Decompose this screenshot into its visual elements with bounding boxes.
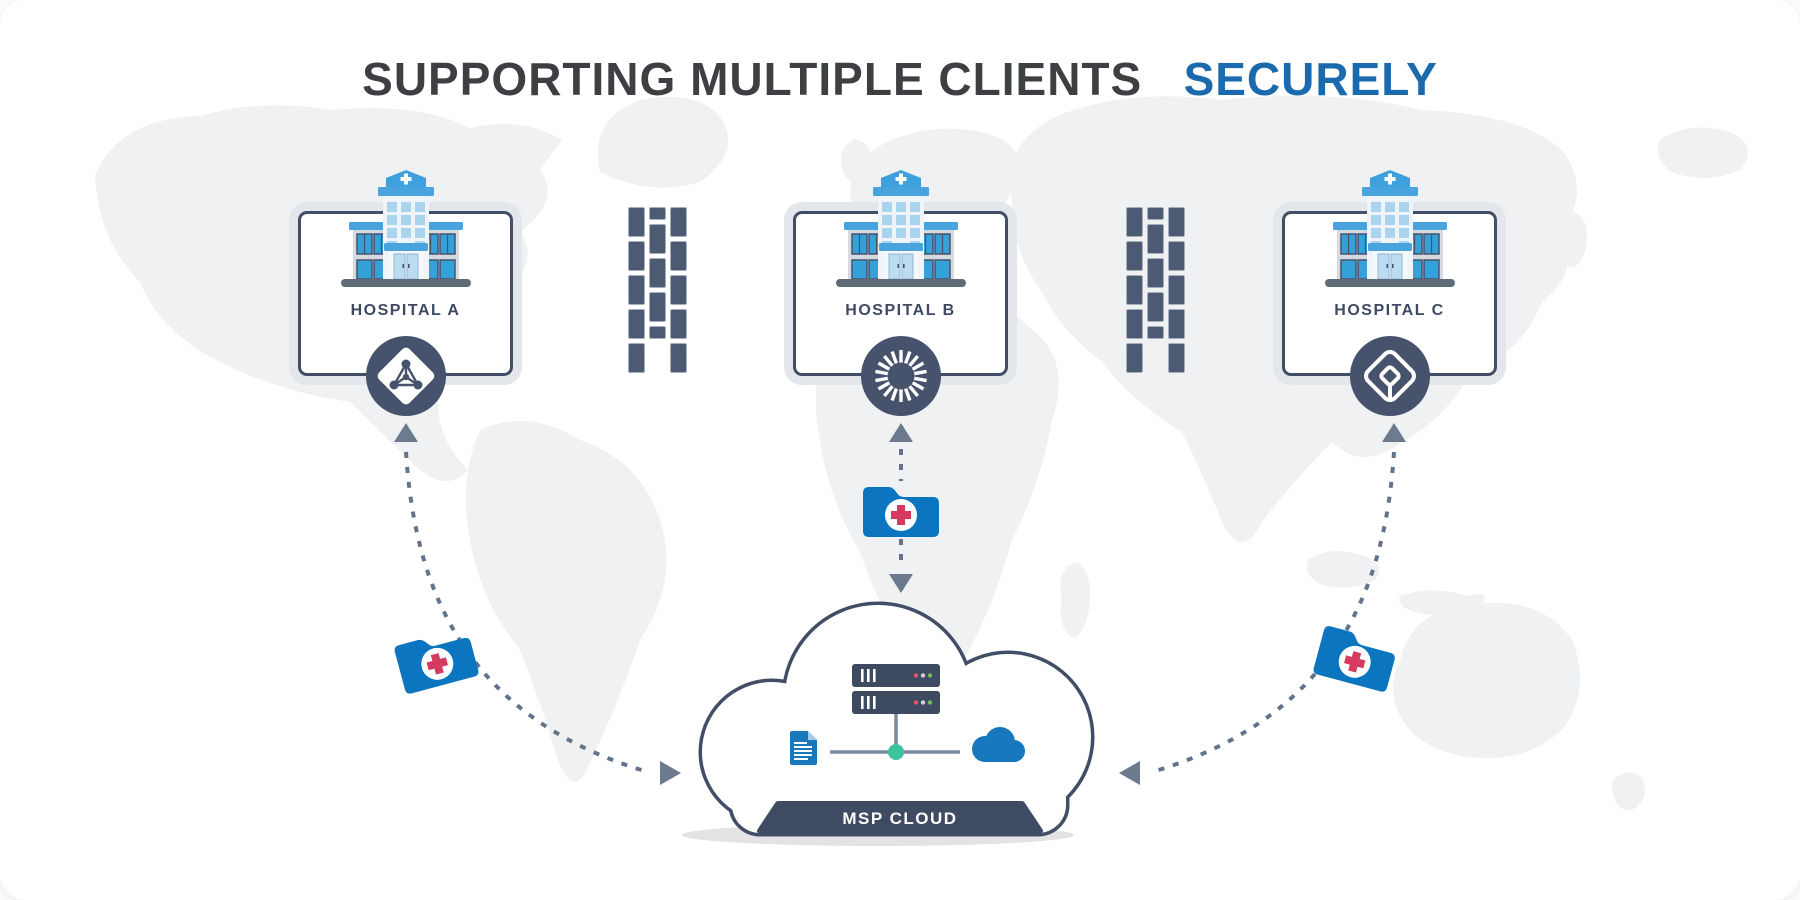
hospital-b-card: HOSPITAL B — [793, 211, 1008, 416]
hospital-b-label: HOSPITAL B — [845, 302, 956, 319]
hospital-a-card: HOSPITAL A — [298, 211, 513, 416]
hospital-building-icon — [836, 170, 966, 288]
msp-cloud-label: MSP CLOUD — [842, 809, 957, 828]
hospital-building-icon — [1325, 170, 1455, 288]
medical-cross-folder-icon — [863, 483, 939, 537]
page-title: SUPPORTING MULTIPLE CLIENTS SECURELY — [0, 52, 1800, 106]
arrow-down-icon — [889, 574, 913, 593]
title-highlight: SECURELY — [1183, 53, 1438, 105]
hospital-c-card: HOSPITAL C — [1282, 211, 1497, 416]
cloud-icon — [972, 727, 1025, 762]
medical-cross-folder-icon — [1312, 621, 1399, 693]
server-rack-icon — [852, 664, 940, 714]
msp-cloud: MSP CLOUD — [682, 601, 1095, 846]
arrow-up-icon — [1382, 423, 1406, 442]
firewall-right — [1126, 207, 1185, 373]
title-main: SUPPORTING MULTIPLE CLIENTS — [362, 53, 1143, 105]
msp-cloud-banner — [757, 801, 1043, 834]
hospital-building-icon — [341, 170, 471, 288]
firewall-left — [628, 207, 687, 373]
sunburst-icon — [860, 336, 941, 416]
hospital-c-label: HOSPITAL C — [1334, 302, 1445, 319]
arrow-left-icon — [1119, 761, 1140, 785]
medical-cross-folder-icon — [392, 623, 479, 695]
arrow-up-icon — [394, 423, 418, 442]
square-spiral-icon — [1349, 336, 1430, 416]
cloud-shadow — [682, 824, 1074, 846]
document-icon — [790, 731, 817, 765]
flow-path-hospital-c-to-cloud — [1151, 451, 1396, 774]
arrow-right-icon — [660, 761, 681, 785]
flow-path-hospital-a-to-cloud — [404, 451, 649, 774]
directory-network-icon — [365, 336, 446, 416]
hospital-a-label: HOSPITAL A — [350, 302, 461, 319]
arrow-up-icon — [889, 423, 913, 442]
network-junction-icon — [830, 714, 960, 760]
